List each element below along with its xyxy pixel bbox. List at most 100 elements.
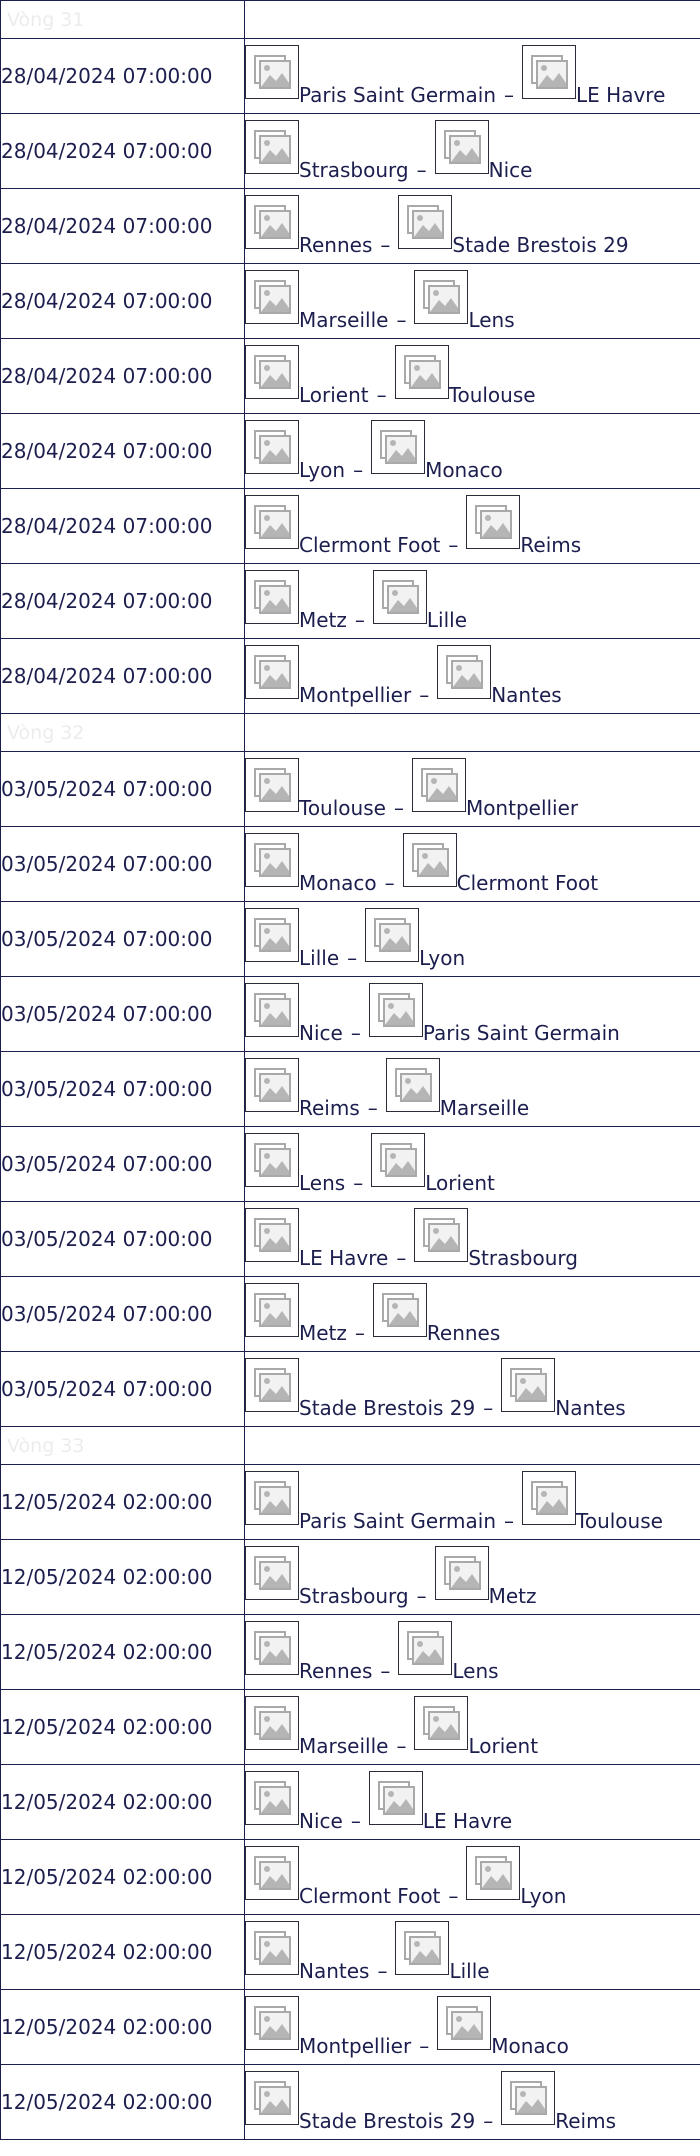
home-team-logo-broken-image-icon <box>245 1058 299 1112</box>
vs-separator: – <box>367 1096 378 1120</box>
broken-image-icon <box>254 918 291 952</box>
broken-image-icon <box>254 130 291 164</box>
match-cell: Nice – LE Havre <box>244 1764 700 1840</box>
home-team-logo-broken-image-icon <box>245 1471 299 1525</box>
home-team-logo-broken-image-icon <box>245 645 299 699</box>
home-team-logo-broken-image-icon <box>245 1208 299 1262</box>
match-row: 28/04/2024 07:00:00 Metz – <box>0 563 700 639</box>
home-team-name: LE Havre <box>299 1246 389 1270</box>
home-team-name: Lyon <box>299 458 346 482</box>
vs-separator: – <box>377 1959 388 1983</box>
broken-image-icon <box>254 505 291 539</box>
match-date: 12/05/2024 02:00:00 <box>0 1764 245 1840</box>
home-team-name: Lille <box>299 946 340 970</box>
match-line: Marseille – Lens <box>245 268 700 330</box>
match-cell: Montpellier – Monaco <box>244 1989 700 2065</box>
match-date: 03/05/2024 07:00:00 <box>0 1351 245 1427</box>
match-row: 03/05/2024 07:00:00 Lens – <box>0 1126 700 1202</box>
broken-image-icon <box>254 355 291 389</box>
round-header-row: Vòng 31 <box>0 0 700 39</box>
match-line: Lyon – Monaco <box>245 418 700 480</box>
match-date: 03/05/2024 07:00:00 <box>0 901 245 977</box>
home-team-logo-broken-image-icon <box>245 1283 299 1337</box>
broken-image-icon <box>254 1293 291 1327</box>
match-date: 03/05/2024 07:00:00 <box>0 976 245 1052</box>
match-cell: Strasbourg – Metz <box>244 1539 700 1615</box>
match-line: Clermont Foot – Lyon <box>245 1844 700 1906</box>
round-label: Vòng 33 <box>0 1426 245 1465</box>
home-team-logo-broken-image-icon <box>245 1621 299 1675</box>
away-team-name: Nantes <box>555 1396 626 1420</box>
away-team-name: Reims <box>520 533 582 557</box>
vs-separator: – <box>396 1734 407 1758</box>
home-team-logo-broken-image-icon <box>245 1358 299 1412</box>
match-row: 03/05/2024 07:00:00 Toulouse – <box>0 751 700 827</box>
match-row: 12/05/2024 02:00:00 Stade Brestois 29 – <box>0 2064 700 2140</box>
away-team-logo-broken-image-icon <box>466 495 521 549</box>
match-date: 12/05/2024 02:00:00 <box>0 1914 245 1990</box>
match-line: Montpellier – Nantes <box>245 643 700 705</box>
away-team-logo-broken-image-icon <box>368 983 423 1037</box>
vs-separator: – <box>483 1396 494 1420</box>
match-line: Nantes – Lille <box>245 1919 700 1981</box>
home-team-name: Metz <box>299 1321 347 1345</box>
home-team-name: Montpellier <box>299 2034 412 2058</box>
home-team-logo-broken-image-icon <box>245 45 299 99</box>
broken-image-icon <box>380 430 418 464</box>
broken-image-icon <box>381 1293 419 1327</box>
broken-image-icon <box>254 843 291 877</box>
broken-image-icon <box>403 355 441 389</box>
match-line: Paris Saint Germain – Toulouse <box>245 1469 700 1531</box>
broken-image-icon <box>381 580 419 614</box>
match-cell: Toulouse – Montpellier <box>244 751 700 827</box>
away-team-logo-broken-image-icon <box>414 270 469 324</box>
broken-image-icon <box>254 2081 291 2115</box>
match-date: 03/05/2024 07:00:00 <box>0 751 245 827</box>
away-team-name: LE Havre <box>576 83 666 107</box>
vs-separator: – <box>504 83 515 107</box>
vs-separator: – <box>354 1321 365 1345</box>
home-team-name: Clermont Foot <box>299 1884 441 1908</box>
home-team-logo-broken-image-icon <box>245 983 299 1037</box>
home-team-logo-broken-image-icon <box>245 833 299 887</box>
match-line: Monaco – Clermont Foot <box>245 831 700 893</box>
match-row: 28/04/2024 07:00:00 Strasbourg – <box>0 113 700 189</box>
match-row: 28/04/2024 07:00:00 Lorient – <box>0 338 700 414</box>
away-team-logo-broken-image-icon <box>437 645 492 699</box>
match-row: 12/05/2024 02:00:00 Nantes – <box>0 1914 700 1990</box>
broken-image-icon <box>374 918 412 952</box>
away-team-logo-broken-image-icon <box>394 345 449 399</box>
match-cell: LE Havre – Strasbourg <box>244 1201 700 1277</box>
broken-image-icon <box>446 655 484 689</box>
broken-image-icon <box>420 768 458 802</box>
away-team-name: Paris Saint Germain <box>422 1021 620 1045</box>
broken-image-icon <box>254 1368 291 1402</box>
match-cell: Clermont Foot – Reims <box>244 488 700 564</box>
vs-separator: – <box>396 1246 407 1270</box>
match-cell: Marseille – Lorient <box>244 1689 700 1765</box>
broken-image-icon <box>423 280 461 314</box>
away-team-logo-broken-image-icon <box>437 1996 492 2050</box>
match-line: Stade Brestois 29 – Nantes <box>245 1356 700 1418</box>
vs-separator: – <box>353 458 364 482</box>
away-team-logo-broken-image-icon <box>522 45 577 99</box>
match-cell: Strasbourg – Nice <box>244 113 700 189</box>
vs-separator: – <box>419 683 430 707</box>
match-cell: Reims – Marseille <box>244 1051 700 1127</box>
away-team-logo-broken-image-icon <box>371 420 426 474</box>
match-date: 12/05/2024 02:00:00 <box>0 1689 245 1765</box>
broken-image-icon <box>510 1368 548 1402</box>
vs-separator: – <box>347 946 358 970</box>
broken-image-icon <box>254 1143 291 1177</box>
away-team-logo-broken-image-icon <box>402 833 457 887</box>
away-team-logo-broken-image-icon <box>411 758 466 812</box>
vs-separator: – <box>380 233 391 257</box>
match-line: Marseille – Lorient <box>245 1694 700 1756</box>
round-label: Vòng 32 <box>0 713 245 752</box>
home-team-name: Marseille <box>299 308 389 332</box>
home-team-logo-broken-image-icon <box>245 570 299 624</box>
match-date: 28/04/2024 07:00:00 <box>0 338 245 414</box>
broken-image-icon <box>254 1781 291 1815</box>
broken-image-icon <box>423 1706 461 1740</box>
broken-image-icon <box>254 1068 291 1102</box>
